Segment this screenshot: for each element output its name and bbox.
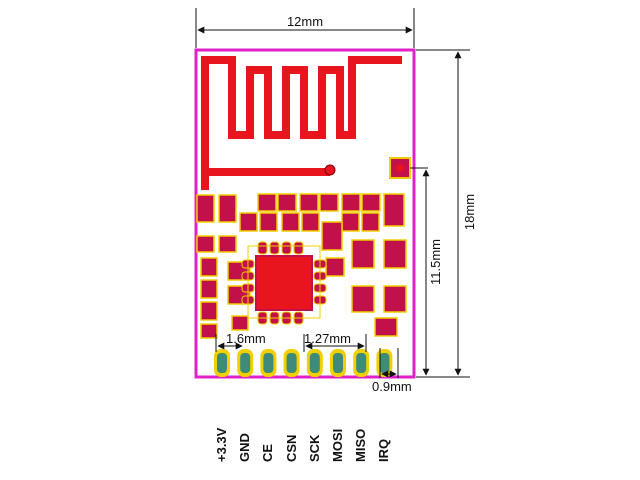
header-pin-hole <box>356 353 367 373</box>
pin-label-6: MOSI <box>330 428 345 462</box>
pin-label-3: CE <box>260 443 276 462</box>
pin-label-4: CSN <box>283 434 299 462</box>
header-pins <box>214 349 393 377</box>
rf-chip-body <box>255 255 313 311</box>
pin-label-8: IRQ <box>376 438 392 462</box>
silkscreen-outline <box>247 245 321 319</box>
header-pin-hole <box>333 353 343 373</box>
header-pin-hole <box>309 353 320 373</box>
header-pin-hole <box>379 353 390 373</box>
header-pin-hole <box>286 353 297 373</box>
height-dimension-label: 18mm <box>462 194 477 230</box>
pin-offset-dimension-label: 1.6mm <box>226 331 266 346</box>
pin-label-5: SCK <box>306 434 322 462</box>
pin-label-1: +3.3V <box>214 427 229 462</box>
pin-label-2: GND <box>237 433 253 462</box>
header-height-dimension-label: 11.5mm <box>428 239 443 285</box>
pin-pitch-dimension-label: 1.27mm <box>304 331 351 346</box>
pin-label-7: MISO <box>353 428 369 462</box>
header-pin-hole <box>240 353 251 373</box>
antenna-feed-via <box>324 164 336 176</box>
pin-pad-dimension-label: 0.9mm <box>372 379 412 394</box>
width-dimension-label: 12mm <box>287 14 323 29</box>
header-pin-hole <box>263 353 274 373</box>
header-pin-hole <box>217 353 227 373</box>
component-pads <box>196 193 407 339</box>
antenna-trace <box>201 56 402 190</box>
feed-via <box>396 164 404 172</box>
